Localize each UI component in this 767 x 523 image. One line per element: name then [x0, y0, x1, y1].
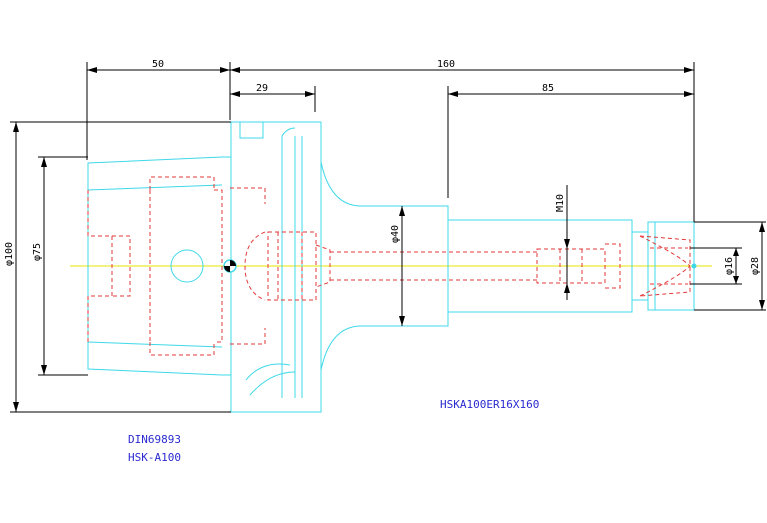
- datum-markers: [223, 259, 697, 273]
- dimension-diameter-75: φ75: [32, 243, 43, 261]
- tool-holder-outline: [87, 121, 695, 413]
- dimension-diameter-16: φ16: [724, 257, 735, 275]
- dimension-thread-m10: M10: [555, 194, 566, 212]
- dimension-diameter-40: φ40: [390, 225, 401, 243]
- standard-label: DIN69893: [128, 433, 181, 446]
- dimension-diameter-28: φ28: [750, 257, 761, 275]
- hidden-lines: [87, 176, 691, 356]
- interface-label: HSK-A100: [128, 451, 181, 464]
- dimension-85: 85: [542, 83, 554, 94]
- dimension-diameter-100: φ100: [4, 242, 15, 266]
- dimension-29: 29: [256, 83, 268, 94]
- dimension-lines: [10, 62, 766, 413]
- dimension-50: 50: [152, 59, 164, 70]
- dimension-160: 160: [437, 59, 455, 70]
- part-code-label: HSKA100ER16X160: [440, 398, 540, 411]
